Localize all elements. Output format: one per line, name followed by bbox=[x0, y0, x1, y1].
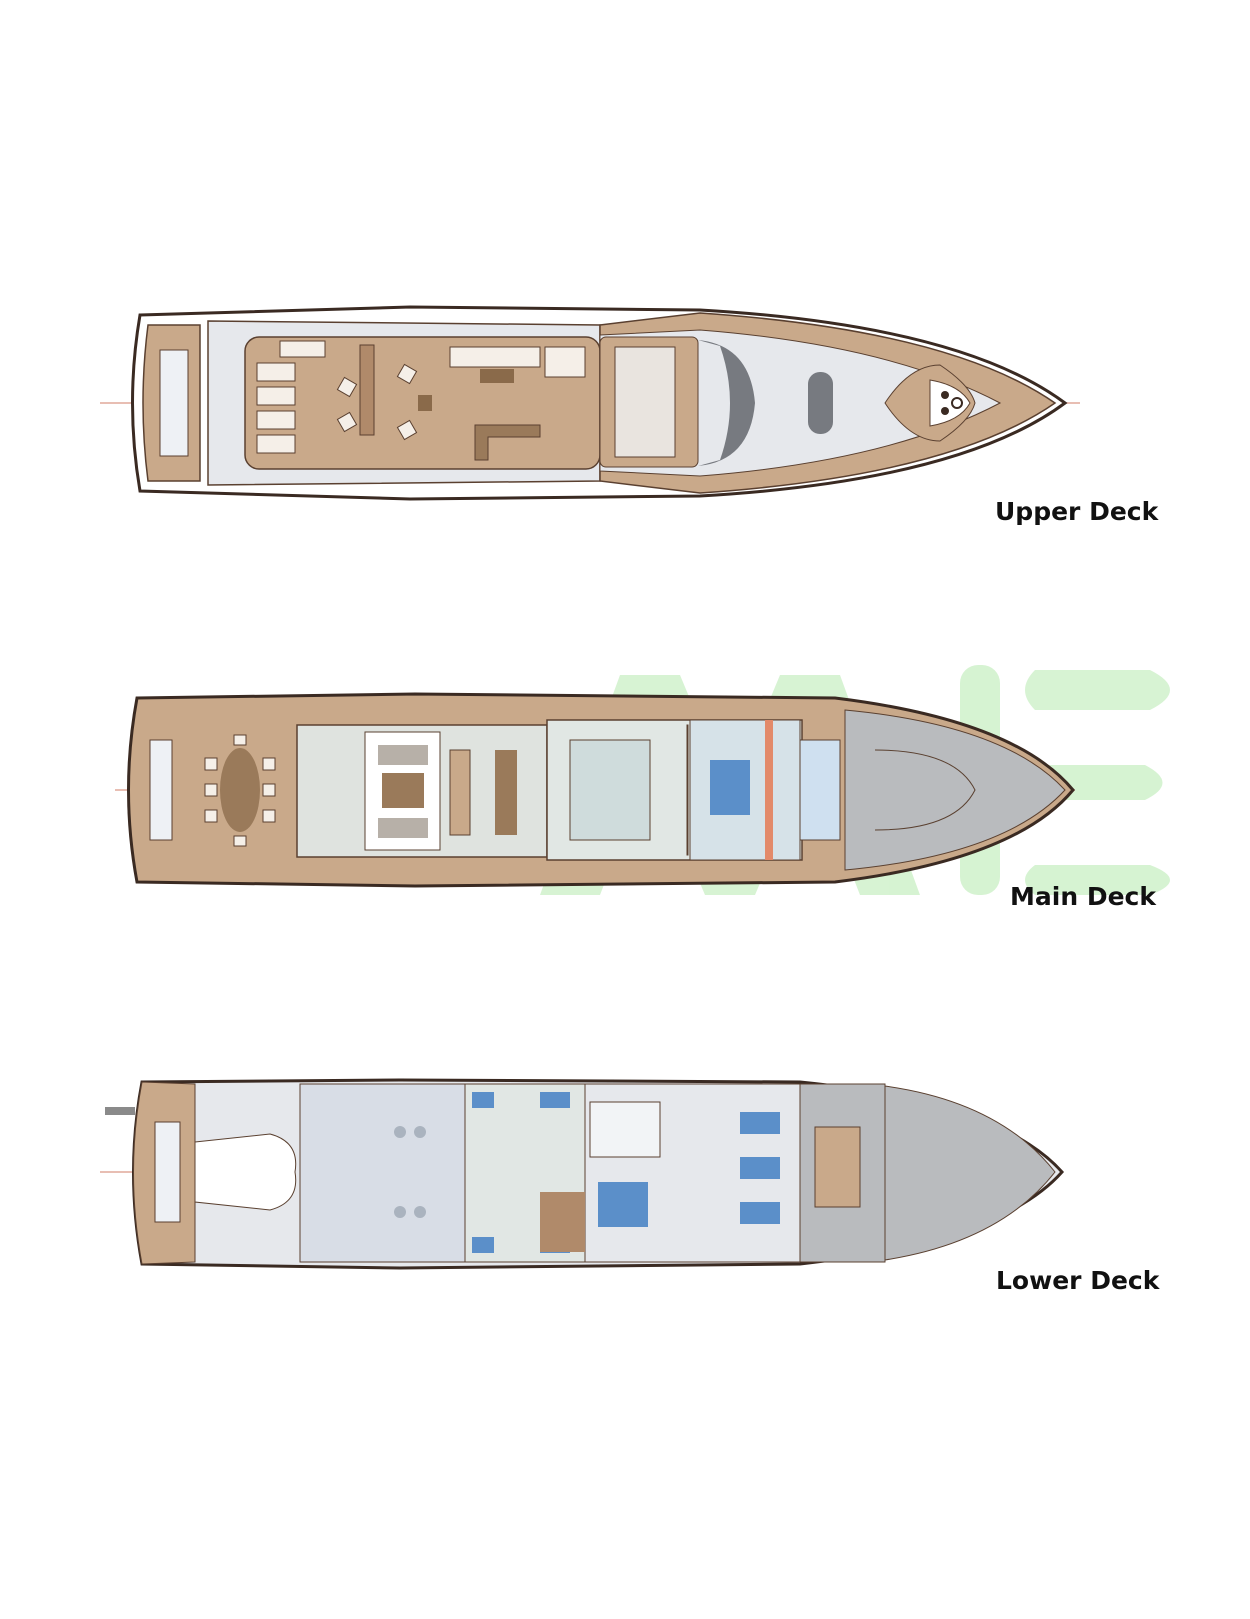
deck-label-upper: Upper Deck bbox=[995, 497, 1159, 526]
tender-garage-boat bbox=[194, 1133, 297, 1211]
deck-label-main: Main Deck bbox=[1010, 882, 1156, 911]
lower-deck-plan bbox=[100, 1078, 1065, 1270]
aft-dining-table bbox=[220, 748, 260, 832]
upper-deck-plan bbox=[100, 305, 1080, 501]
main-deck-plan bbox=[115, 692, 1075, 888]
deck-label-lower: Lower Deck bbox=[996, 1266, 1160, 1295]
